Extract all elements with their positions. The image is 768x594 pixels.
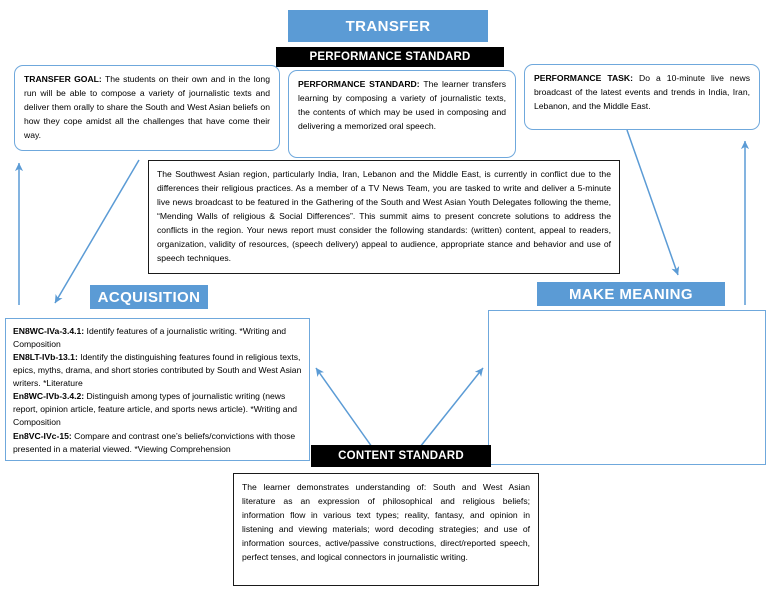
performance-task-text: PERFORMANCE TASK: Do a 10-minute live ne… xyxy=(534,72,750,114)
competency-separator: : xyxy=(68,430,72,441)
transfer-goal-label: TRANSFER GOAL xyxy=(24,74,99,84)
acquisition-box: EN8WC-IVa-3.4.1: Identify features of a … xyxy=(5,318,310,461)
list-item: En8VC-IVc-15: Compare and contrast one’s… xyxy=(13,430,302,456)
list-item: EN8LT-IVb-13.1: Identify the distinguish… xyxy=(13,351,302,390)
scenario-box: The Southwest Asian region, particularly… xyxy=(148,160,620,274)
list-item: En8WC-IVb-3.4.2: Distinguish among types… xyxy=(13,390,302,429)
competency-separator: : xyxy=(74,352,78,363)
scenario-text: The Southwest Asian region, particularly… xyxy=(157,169,611,263)
competency-text: Identify features of a journalistic writ… xyxy=(13,326,287,350)
transfer-goal-body: The students on their own and in the lon… xyxy=(24,74,270,140)
competency-text: Identify the distinguishing features fou… xyxy=(13,352,302,389)
competency-separator: : xyxy=(81,391,85,402)
transfer-goal-separator: : xyxy=(98,74,102,84)
arrow-transfer-goal-to-acquisition xyxy=(54,159,140,304)
performance-task-separator: : xyxy=(630,73,633,83)
transfer-goal-card: TRANSFER GOAL: The students on their own… xyxy=(14,65,280,151)
performance-task-body: Do a 10-minute live news broadcast of th… xyxy=(534,73,750,111)
acquisition-banner[interactable]: ACQUISITION xyxy=(90,285,208,309)
competency-code: En8WC-IVb-3.4.2 xyxy=(13,391,82,402)
competency-code: EN8LT-IVb-13.1 xyxy=(13,352,75,363)
arrow-content-standard-to-acquisition xyxy=(315,367,373,448)
transfer-banner[interactable]: TRANSFER xyxy=(288,10,488,42)
content-standard-text: The learner demonstrates understanding o… xyxy=(242,482,530,562)
competency-text: Distinguish among types of journalistic … xyxy=(13,391,298,428)
list-item: EN8WC-IVa-3.4.1: Identify features of a … xyxy=(13,325,302,351)
competency-text: Compare and contrast one’s beliefs/convi… xyxy=(13,430,296,454)
make-meaning-box xyxy=(488,310,766,465)
competency-code: EN8WC-IVa-3.4.1 xyxy=(13,326,82,336)
competency-code: En8VC-IVc-15 xyxy=(13,430,69,441)
content-standard-box: The learner demonstrates understanding o… xyxy=(233,473,539,586)
transfer-goal-text: TRANSFER GOAL: The students on their own… xyxy=(24,73,270,143)
performance-standard-card: PERFORMANCE STANDARD: The learner transf… xyxy=(288,70,516,158)
performance-standard-label: PERFORMANCE STANDARD xyxy=(298,79,417,89)
performance-task-label: PERFORMANCE TASK xyxy=(534,73,631,83)
performance-task-card: PERFORMANCE TASK: Do a 10-minute live ne… xyxy=(524,64,760,130)
arrow-performance-task-to-make-meaning xyxy=(626,129,680,276)
content-standard-banner[interactable]: CONTENT STANDARD xyxy=(311,445,491,467)
make-meaning-banner[interactable]: MAKE MEANING xyxy=(537,282,725,306)
performance-standard-body: The learner transfers learning by compos… xyxy=(298,79,506,131)
performance-standard-banner[interactable]: PERFORMANCE STANDARD xyxy=(276,47,504,67)
performance-standard-separator: : xyxy=(416,79,420,89)
performance-standard-text: PERFORMANCE STANDARD: The learner transf… xyxy=(298,78,506,134)
arrow-content-standard-to-make-meaning xyxy=(419,367,484,448)
competency-separator: : xyxy=(81,326,85,336)
